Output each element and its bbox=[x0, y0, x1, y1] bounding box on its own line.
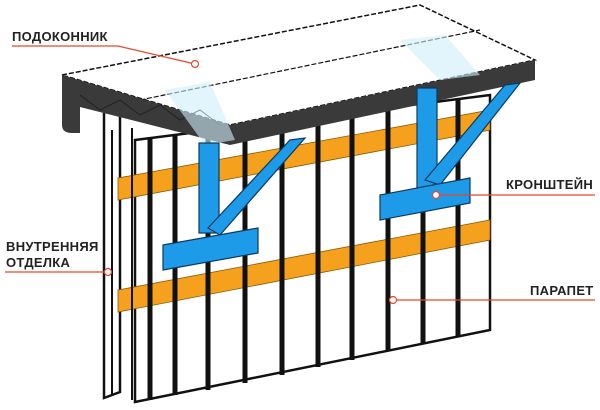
bracket-left bbox=[162, 82, 307, 271]
label-interior-finish-line2: ОТДЕЛКА bbox=[6, 255, 71, 270]
label-bracket: КРОНШТЕЙН bbox=[506, 177, 594, 192]
label-windowsill: ПОДОКОННИК bbox=[12, 29, 108, 44]
leader-lines bbox=[5, 45, 595, 305]
label-parapet: ПАРАПЕТ bbox=[530, 283, 594, 298]
label-interior-finish-line1: ВНУТРЕННЯЯ bbox=[6, 239, 99, 254]
bracket-right bbox=[379, 35, 522, 221]
